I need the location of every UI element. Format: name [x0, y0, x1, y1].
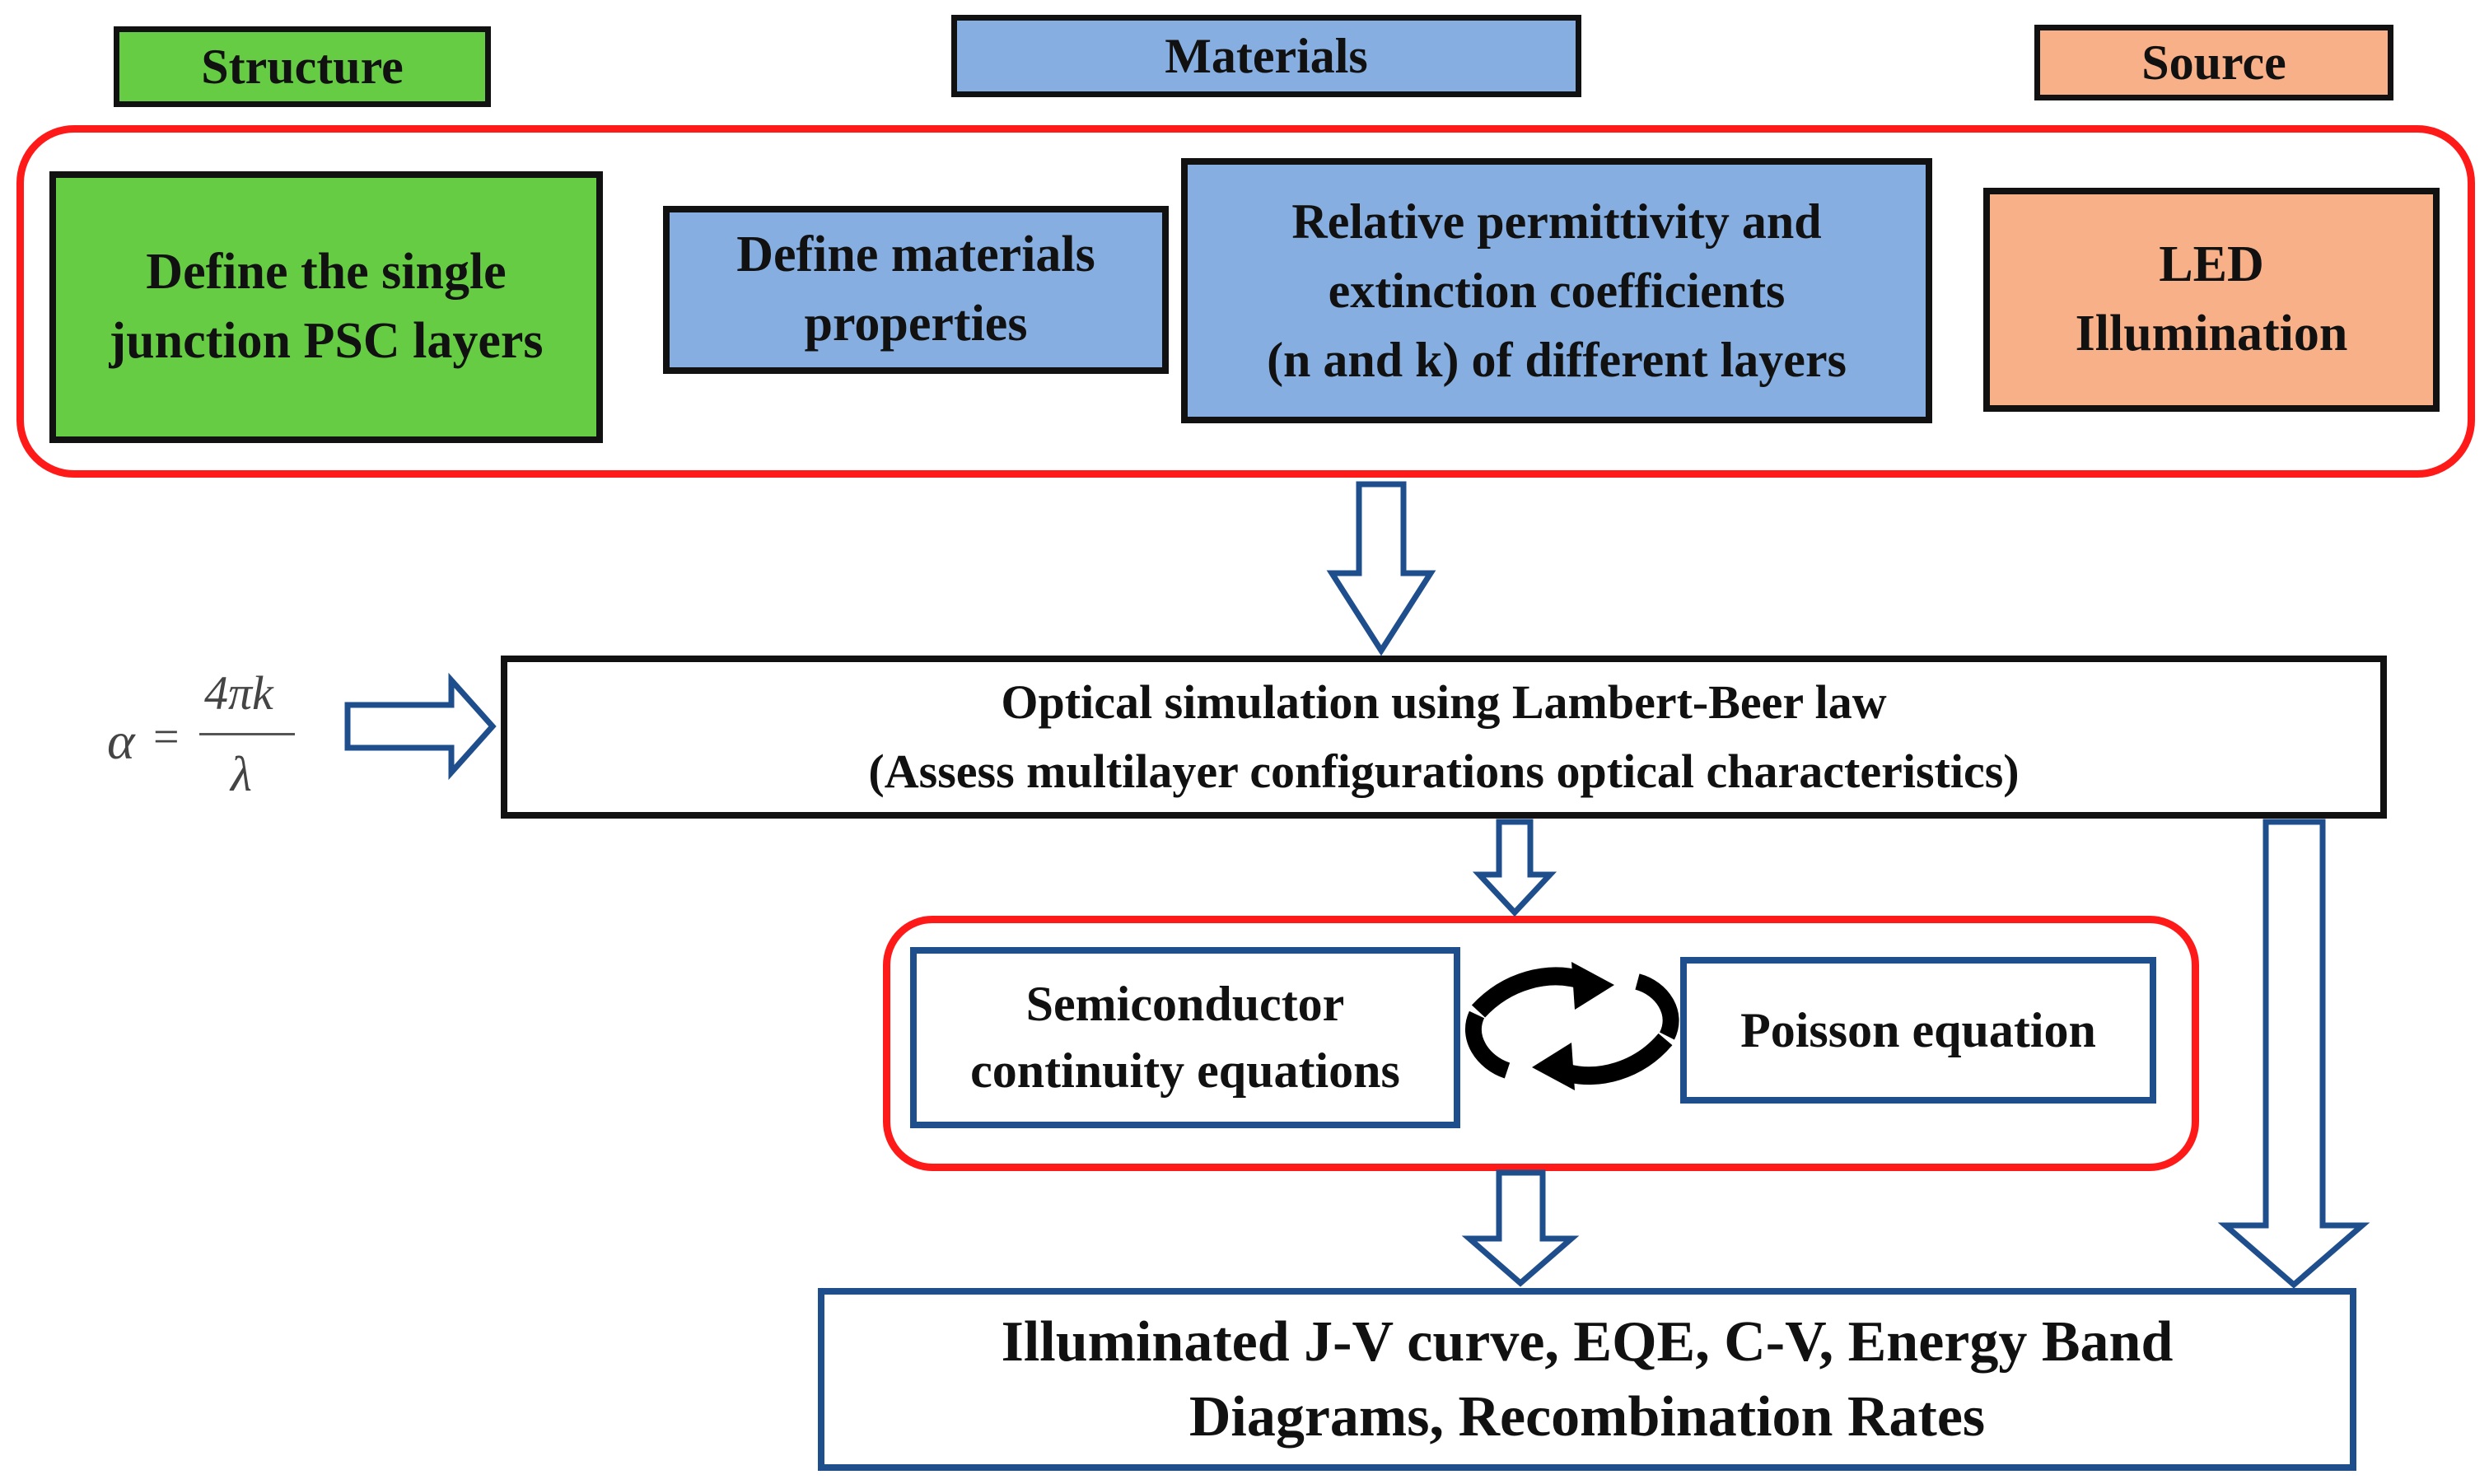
inputs-group	[16, 125, 2475, 478]
formula-equals: =	[153, 712, 180, 763]
poisson-label: Poisson equation	[1740, 1002, 2096, 1057]
optical-line-2: (Assess multilayer configurations optica…	[868, 744, 2020, 798]
materials-step-line-1: Define materials	[736, 226, 1095, 283]
nk-step-line-1: Relative permittivity and	[1291, 194, 1822, 249]
poisson-equation-box: Poisson equation	[1680, 957, 2156, 1104]
nk-step-line-2: extinction coefficients	[1328, 264, 1786, 318]
structure-step-line-1: Define the single	[146, 244, 507, 301]
structure-header: Structure	[114, 26, 491, 107]
formula-numerator: 4πk	[204, 666, 273, 720]
materials-header: Materials	[951, 15, 1581, 97]
continuity-line-2: continuity equations	[970, 1043, 1400, 1098]
source-step: LED Illumination	[1983, 188, 2440, 412]
results-line-2: Diagrams, Recombination Rates	[1188, 1385, 1986, 1449]
down-arrow-to-solver	[1472, 819, 1557, 917]
formula-denominator: λ	[231, 747, 252, 801]
results-line-1: Illuminated J-V curve, EQE, C-V, Energy …	[1001, 1310, 2174, 1374]
down-arrow-to-results	[1461, 1169, 1580, 1287]
formula-fraction-bar	[199, 733, 295, 735]
optical-line-1: Optical simulation using Lambert-Beer la…	[1001, 674, 1887, 729]
absorption-formula: α = 4πk λ	[107, 665, 305, 805]
right-arrow-to-optical	[344, 672, 497, 781]
results-box: Illuminated J-V curve, EQE, C-V, Energy …	[818, 1288, 2356, 1471]
solver-group	[883, 916, 2199, 1171]
source-header: Source	[2034, 25, 2393, 100]
down-arrow-to-optical	[1326, 481, 1436, 656]
source-step-line-2: Illumination	[2075, 306, 2348, 362]
structure-header-label: Structure	[201, 39, 404, 94]
coupling-cycle-icon	[1465, 962, 1679, 1090]
formula-alpha: α	[107, 712, 135, 770]
nk-step-line-3: (n and k) of different layers	[1267, 333, 1847, 387]
source-step-line-1: LED	[2159, 236, 2264, 293]
continuity-equations-box: Semiconductor continuity equations	[910, 947, 1460, 1128]
continuity-line-1: Semiconductor	[1025, 977, 1345, 1031]
materials-step-line-2: properties	[804, 296, 1028, 352]
optical-simulation-box: Optical simulation using Lambert-Beer la…	[501, 656, 2387, 819]
materials-header-label: Materials	[1165, 28, 1368, 83]
materials-step: Define materials properties	[663, 206, 1169, 374]
nk-step: Relative permittivity and extinction coe…	[1181, 158, 1932, 423]
source-header-label: Source	[2141, 35, 2286, 90]
long-down-arrow-to-results	[2217, 819, 2370, 1289]
structure-step-line-2: junction PSC layers	[109, 313, 544, 369]
structure-step: Define the single junction PSC layers	[49, 171, 603, 443]
